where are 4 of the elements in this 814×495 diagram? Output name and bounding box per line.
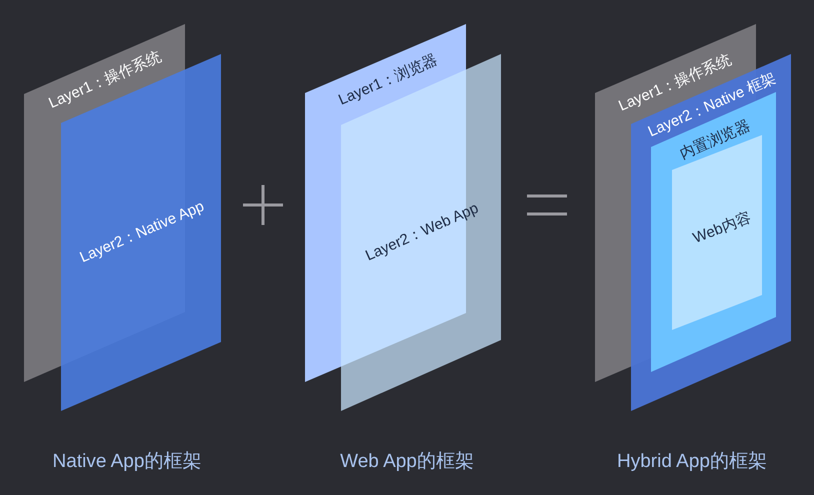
layer-label: Web内容 — [691, 210, 753, 246]
caption: Native App的框架 — [52, 450, 202, 474]
caption: Hybrid App的框架 — [617, 450, 767, 474]
caption: Web App的框架 — [340, 450, 474, 474]
